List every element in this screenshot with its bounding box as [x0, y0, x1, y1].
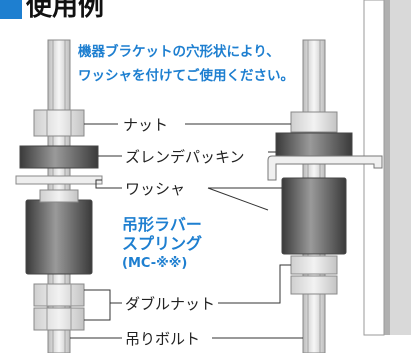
- right-double-nut-2: [290, 275, 338, 295]
- label-hanging-bolt: 吊りボルト: [122, 328, 204, 349]
- label-nut: ナット: [120, 114, 172, 135]
- usage-note: 機器ブラケットの穴形状により、 ワッシャを付けてご使用ください。: [78, 40, 318, 88]
- right-packing: [275, 132, 353, 158]
- label-spring-model: (MC-※※): [122, 256, 188, 271]
- left-double-nut-1: [33, 283, 85, 307]
- right-top-nut: [290, 111, 338, 133]
- usage-note-line-1: 機器ブラケットの穴形状により、: [78, 44, 280, 60]
- usage-note-line-2: ワッシャを付けてご使用ください。: [78, 68, 294, 84]
- left-double-nut-2: [33, 307, 85, 331]
- right-hanger-assembly: [267, 39, 383, 353]
- label-washer: ワッシャ: [122, 178, 189, 199]
- left-hanger-assembly: [15, 39, 103, 353]
- ceiling-beam: [363, 0, 411, 336]
- leader-lines: [70, 123, 303, 339]
- equipment-bracket: [267, 155, 383, 181]
- left-washer: [15, 175, 103, 185]
- left-top-nut: [33, 109, 85, 137]
- left-rubber-spring: [25, 199, 93, 275]
- left-packing: [19, 145, 99, 169]
- right-rubber-spring: [281, 177, 347, 255]
- label-spring-line-2: スプリング: [122, 234, 203, 253]
- label-double-nut: ダブルナット: [122, 293, 219, 314]
- title-text: 使用例: [26, 0, 105, 22]
- section-title: 使用例: [0, 0, 104, 23]
- label-packing: ズレンデパッキン: [122, 146, 248, 167]
- label-spring-line-1: 吊形ラバー: [122, 215, 202, 234]
- right-double-nut-1: [290, 255, 338, 275]
- title-marker-icon: [0, 0, 22, 19]
